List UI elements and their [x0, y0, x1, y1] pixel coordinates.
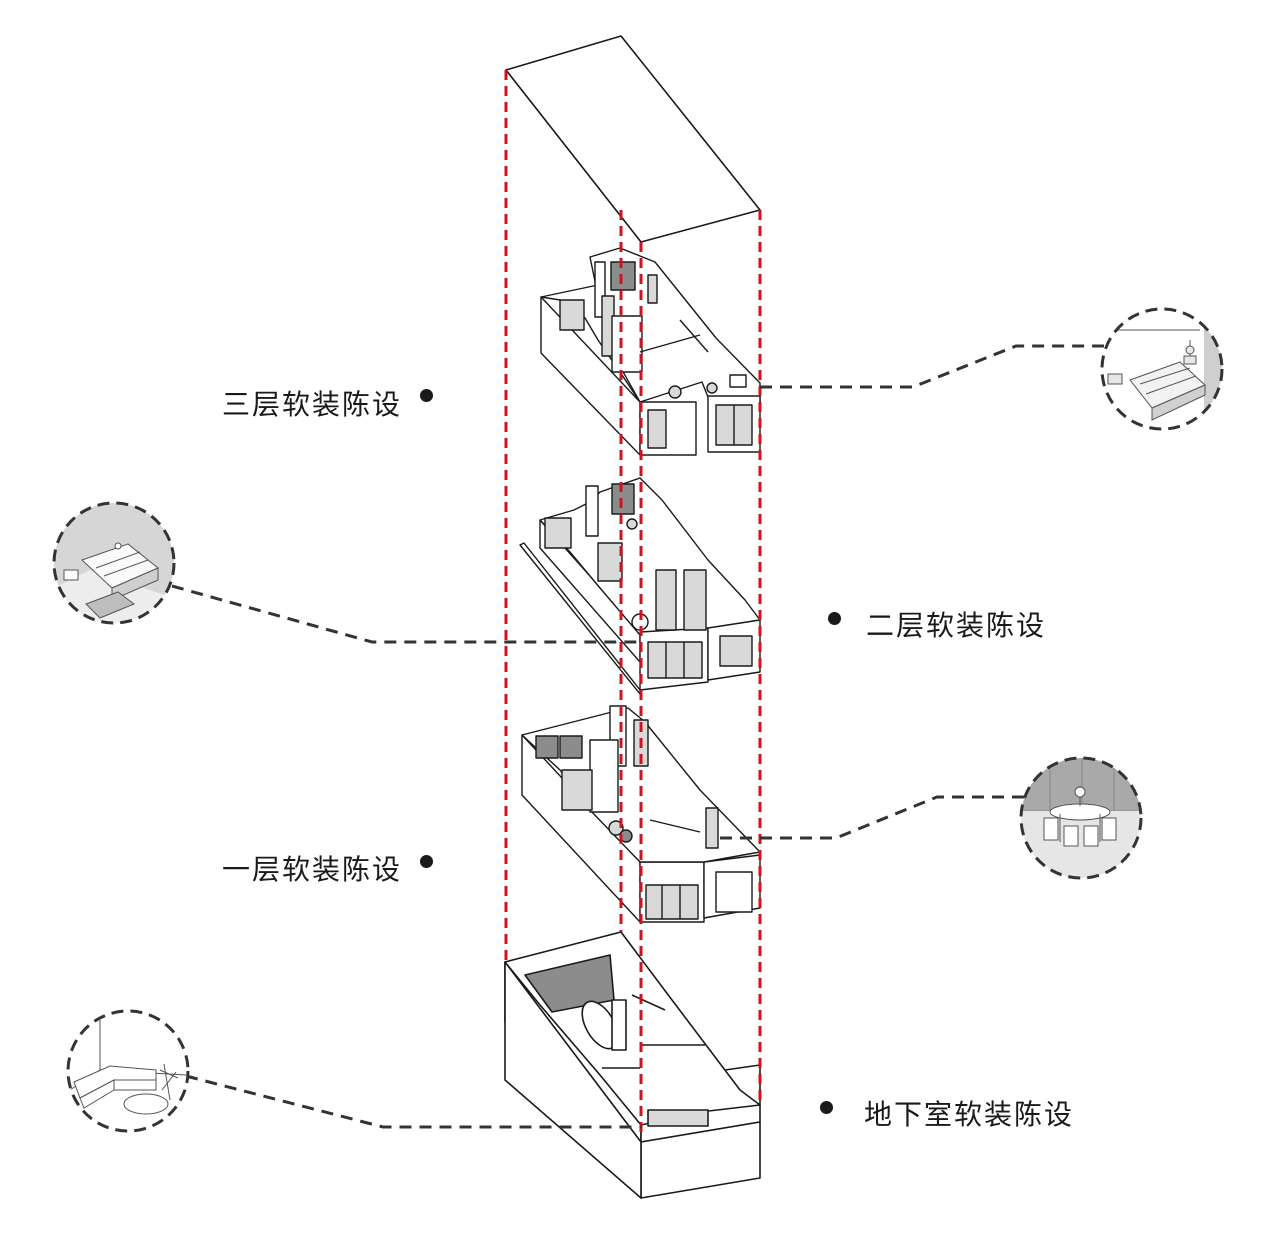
second-floor-plan — [519, 477, 761, 695]
second-floor-bedroom-thumbnail — [52, 501, 176, 625]
third-floor-bullet — [420, 389, 433, 402]
basement-lounge-thumbnail — [66, 1009, 190, 1133]
roof-slab — [505, 35, 761, 243]
basement-bullet — [820, 1101, 833, 1114]
second-floor-label: 二层软装陈设 — [866, 609, 1047, 642]
first-floor-bullet — [420, 855, 433, 868]
first-floor-leader — [720, 795, 1024, 840]
basement-label: 地下室软装陈设 — [864, 1098, 1075, 1131]
third-floor-plan — [540, 247, 761, 456]
second-floor-leader — [171, 584, 641, 644]
basement-leader — [185, 1074, 641, 1129]
first-floor-plan — [521, 705, 761, 923]
vertical-guide-lines — [504, 70, 762, 1132]
second-floor-bullet — [828, 612, 841, 625]
first-floor-dining-thumbnail — [1019, 756, 1143, 880]
third-floor-label: 三层软装陈设 — [222, 388, 403, 421]
third-floor-bedroom-thumbnail — [1100, 307, 1224, 431]
first-floor-label: 一层软装陈设 — [222, 853, 403, 886]
third-floor-leader — [760, 344, 1104, 389]
leader-lines — [171, 344, 1104, 1129]
basement-floor-plan — [504, 931, 761, 1199]
